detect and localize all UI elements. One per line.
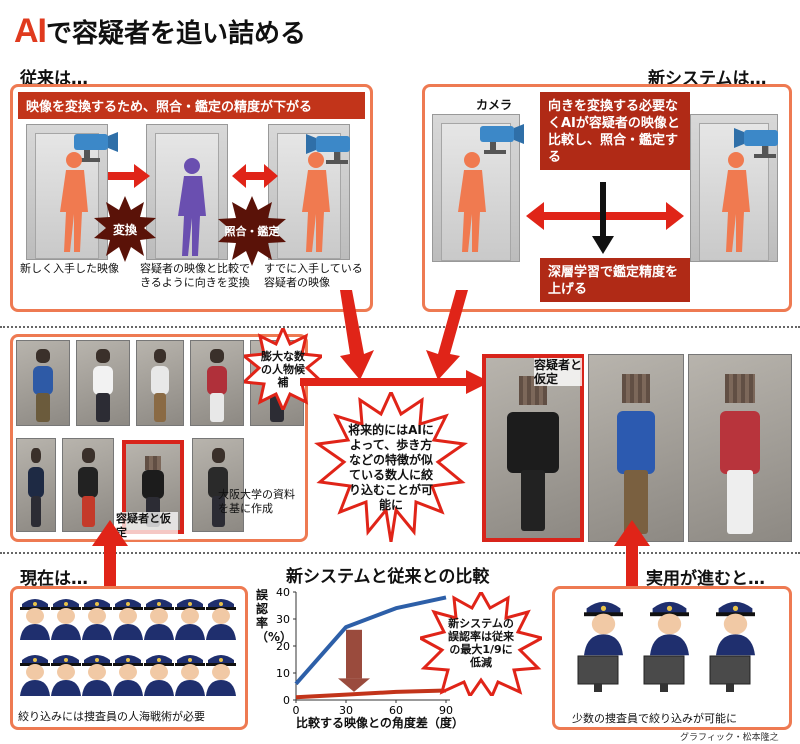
police-officer-icon <box>175 599 205 640</box>
police-officer-icon <box>20 655 50 696</box>
reduction-arrow-head <box>338 678 370 692</box>
monitor-icon <box>643 655 685 692</box>
police-officer-icon <box>113 599 143 640</box>
police-officer-icon <box>82 655 112 696</box>
divider-bottom <box>0 552 800 554</box>
police-officer-icon <box>113 655 143 696</box>
down-arrow-icon <box>592 236 614 254</box>
person-icon <box>60 152 88 252</box>
police-officer-icon <box>716 601 755 656</box>
candidate-photo <box>16 438 56 532</box>
burst-center <box>314 392 468 542</box>
convergence-arrows <box>300 290 490 394</box>
suspect-photo-blue <box>588 354 684 542</box>
monitor-icon <box>577 655 619 692</box>
camera-icon <box>74 132 118 162</box>
candidate-photo <box>62 438 114 532</box>
burst-convert-label: 変換 <box>112 222 137 237</box>
monitor-icon <box>709 655 751 692</box>
police-crowd <box>20 599 236 696</box>
y-tick-label: 0 <box>283 694 290 707</box>
person-icon <box>722 152 750 252</box>
old-banner: 映像を変換するため、照合・鑑定の精度が下がる <box>18 92 365 119</box>
police-officer-icon <box>82 599 112 640</box>
x-tick-label: 30 <box>339 704 353 717</box>
candidate-photo <box>76 340 130 426</box>
camera-icon <box>480 124 524 154</box>
new-main-note: 向きを変換する必要なくAIが容疑者の映像と比較し、照合・鑑定する <box>540 92 690 170</box>
series-line-1 <box>295 688 447 700</box>
police-officer-icon <box>206 599 236 640</box>
source-note: 大阪大学の資料を基に作成 <box>218 488 295 515</box>
title-ai: AI <box>14 12 47 50</box>
new-deep-learning-note: 深層学習で鑑定精度を上げる <box>540 258 690 302</box>
caption-existing: すでに入手している容疑者の映像 <box>264 262 363 289</box>
police-few <box>577 601 755 692</box>
police-officer-icon <box>51 599 81 640</box>
person-icon <box>458 152 486 252</box>
camera-icon <box>306 134 350 164</box>
police-officer-icon <box>175 655 205 696</box>
person-icon <box>302 152 330 252</box>
caption-converted: 容疑者の映像と比較できるように向きを変換 <box>140 262 250 289</box>
y-tick-label: 10 <box>276 667 290 680</box>
comparison-chart: 0 10 20 30 40 0 30 60 90 <box>276 586 453 717</box>
x-tick-label: 60 <box>389 704 403 717</box>
suspect-photo-red <box>688 354 792 542</box>
suspect-photo-large <box>482 354 584 542</box>
police-officer-icon <box>650 601 689 656</box>
current-label: 現在は… <box>20 569 88 589</box>
burst-convert <box>94 196 156 262</box>
current-caption: 絞り込みには捜査員の人海戦術が必要 <box>18 710 205 723</box>
title-rest: で容疑者を追い詰める <box>46 19 307 49</box>
police-officer-icon <box>20 599 50 640</box>
x-tick-label: 0 <box>293 704 300 717</box>
page-title: AIで容疑者を追い詰める <box>14 12 306 51</box>
candidate-photo <box>190 340 244 426</box>
burst-match-label: 照合・鑑定 <box>224 225 280 238</box>
suspect-label-large: 容疑者と仮定 <box>534 358 583 386</box>
person-icon <box>178 158 206 256</box>
police-officer-icon <box>206 655 236 696</box>
y-tick-label: 20 <box>276 640 290 653</box>
burst-candidates <box>244 328 322 410</box>
camera-icon <box>734 128 778 158</box>
candidate-photo <box>16 340 70 426</box>
candidate-photo <box>192 438 244 532</box>
police-officer-icon <box>51 655 81 696</box>
future-label: 実用が進むと… <box>646 569 765 589</box>
reduction-arrow-body <box>346 629 362 679</box>
chart-note-label: 新システムの誤認率は従来の最大1/9に低減 <box>448 617 514 669</box>
double-arrow-icon <box>232 164 278 188</box>
up-arrow-right <box>614 520 650 610</box>
new-system-figures <box>458 124 778 254</box>
burst-chart-note <box>420 592 542 696</box>
police-officer-icon <box>144 655 174 696</box>
y-tick-label: 40 <box>276 586 290 599</box>
chart-xlabel: 比較する映像との角度差（度） <box>296 716 464 730</box>
old-system-figures <box>60 132 350 256</box>
future-caption: 少数の捜査員で絞り込みが可能に <box>572 712 737 725</box>
caption-new-footage: 新しく入手した映像 <box>20 262 119 275</box>
suspect-label-small: 容疑者と仮定 <box>116 512 178 540</box>
burst-match <box>218 196 286 266</box>
right-arrow-icon <box>108 164 150 188</box>
police-officer-icon <box>584 601 623 656</box>
up-arrow-left <box>92 520 128 610</box>
credit: グラフィック・松本隆之 <box>680 733 779 743</box>
police-officer-icon <box>144 599 174 640</box>
burst-candidates-label: 膨大な数の人物候補 <box>261 349 305 389</box>
chart-ylabel: 誤認率（%） <box>256 588 293 644</box>
divider-top <box>0 326 800 328</box>
series-line-0 <box>294 595 447 686</box>
camera-label: カメラ <box>476 98 513 112</box>
x-tick-label: 90 <box>439 704 453 717</box>
candidate-photo <box>136 340 184 426</box>
y-tick-label: 30 <box>276 613 290 626</box>
burst-center-label: 将来的にはAIによって、歩き方などの特徴が似ている数人に絞り込むことが可能に <box>348 423 434 512</box>
chart-title: 新システムと従来との比較 <box>286 567 490 587</box>
